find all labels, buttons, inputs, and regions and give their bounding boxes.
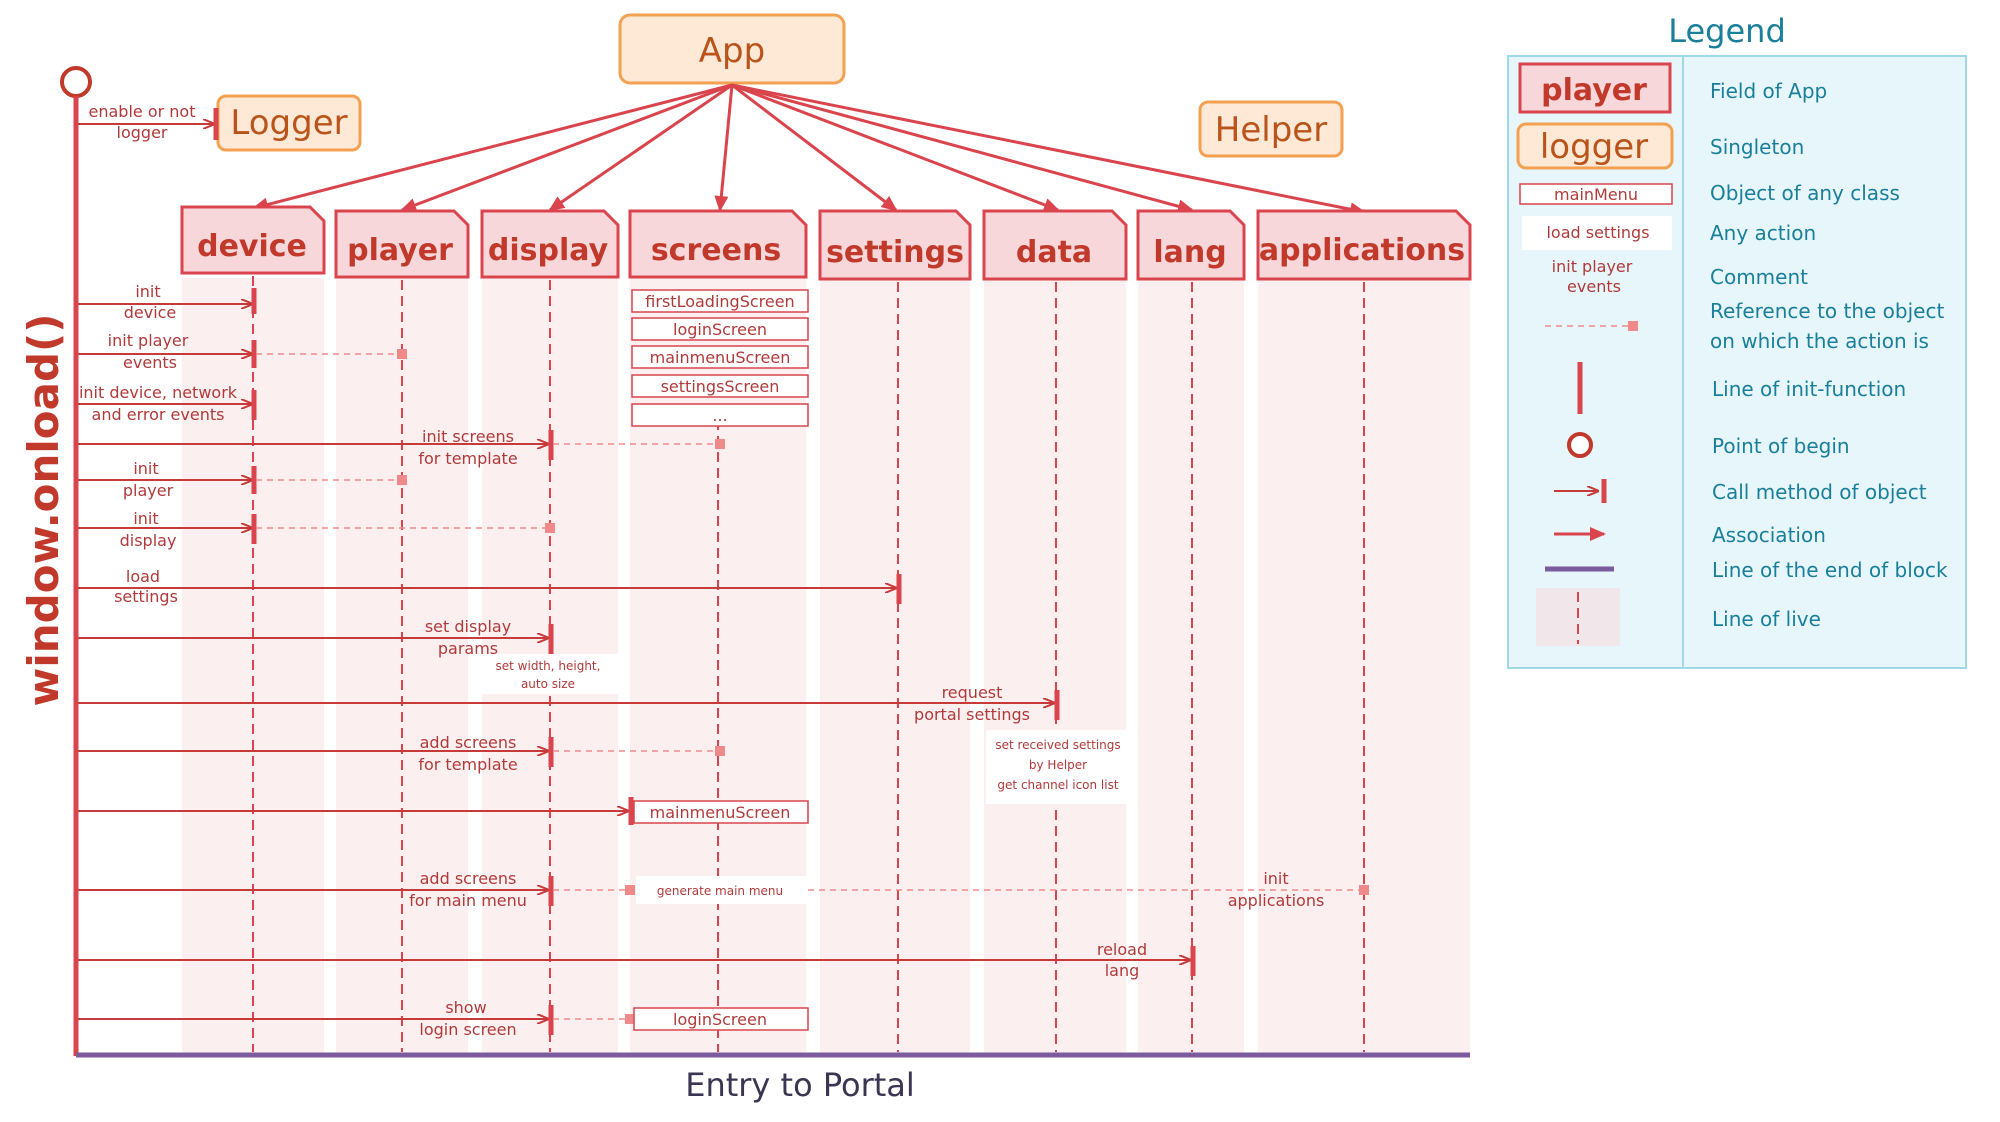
svg-text:set display: set display [425,617,511,636]
legend-comment: Comment [1710,265,1808,289]
svg-text:device: device [124,303,177,322]
helper-box: Helper [1198,100,1344,158]
legend-init-function: Line of init-function [1712,377,1906,401]
svg-text:show: show [445,998,486,1017]
svg-text:init: init [1263,869,1288,888]
logger-call-line2: logger [117,123,168,142]
legend-singleton: Singleton [1710,135,1804,159]
svg-text:init device, network: init device, network [79,383,238,402]
screens-objects: firstLoadingScreen loginScreen mainmenuS… [631,289,809,427]
svg-text:request: request [942,683,1003,702]
screen-more: ... [712,406,727,425]
messages: init device init player events init devi… [78,282,1369,1039]
svg-text:settings: settings [114,587,178,606]
footer-text: Entry to Portal [685,1066,915,1104]
lane-applications: applications [1259,233,1465,268]
helper-label: Helper [1215,110,1327,150]
svg-text:init: init [133,459,158,478]
legend-object: Object of any class [1710,181,1900,205]
screen-first-loading: firstLoadingScreen [645,292,794,311]
onload-line: window.onload() [19,66,92,1056]
svg-text:add screens: add screens [420,733,517,752]
svg-text:set received settings: set received settings [995,738,1120,752]
app-box: App [618,13,846,85]
legend-load-settings-sample: load settings [1546,223,1649,242]
legend-live-line: Line of live [1712,607,1821,631]
legend-end-line: Line of the end of block [1712,558,1948,582]
legend: Legend player logger mainMenu load setti… [1507,12,1967,669]
lane-lang: lang [1153,235,1226,270]
legend-field: Field of App [1710,79,1827,103]
svg-text:for main menu: for main menu [409,891,527,910]
legend-action: Any action [1710,221,1816,245]
svg-text:init screens: init screens [422,427,514,446]
end-block: Entry to Portal [76,1052,1470,1104]
inline-mainmenu: mainmenuScreen [650,803,791,822]
svg-text:add screens: add screens [420,869,517,888]
svg-text:init: init [135,282,160,301]
svg-text:events: events [123,353,177,372]
screen-login: loginScreen [673,320,767,339]
inline-login: loginScreen [673,1010,767,1029]
legend-association: Association [1712,523,1826,547]
associations [252,83,1366,217]
svg-text:init player: init player [108,331,189,350]
svg-text:set width, height,: set width, height, [496,659,601,673]
legend-reference-line1: Reference to the object [1710,299,1944,323]
svg-text:portal settings: portal settings [914,705,1030,724]
svg-text:player: player [123,481,174,500]
logger-label: Logger [230,103,347,143]
svg-text:init: init [133,509,158,528]
lane-device: device [197,229,307,264]
logger-box: Logger [216,94,362,152]
svg-text:get channel icon list: get channel icon list [997,778,1118,792]
lane-data: data [1016,235,1092,270]
lane-display: display [488,233,609,268]
logger-call: enable or not logger [78,102,219,142]
svg-text:lang: lang [1105,961,1140,980]
vertical-title: window.onload() [19,314,68,707]
legend-title: Legend [1668,12,1786,50]
svg-text:load: load [126,567,160,586]
logger-call-line1: enable or not [89,102,196,121]
lane-headers: device player display screens settings d… [180,205,1472,281]
svg-text:auto size: auto size [521,677,575,691]
app-label: App [699,31,765,71]
svg-text:init player: init player [1552,257,1633,276]
lane-player: player [347,233,453,268]
svg-text:applications: applications [1228,891,1325,910]
svg-text:reload: reload [1097,940,1147,959]
screen-mainmenu: mainmenuScreen [650,348,791,367]
screen-settings: settingsScreen [661,377,780,396]
lane-screens: screens [651,233,781,268]
svg-text:for template: for template [418,449,517,468]
legend-reference-line2: on which the action is [1710,329,1929,353]
svg-text:and error events: and error events [92,405,225,424]
svg-text:display: display [120,531,177,550]
legend-mainmenu-sample: mainMenu [1554,185,1638,204]
svg-text:generate main menu: generate main menu [657,884,783,898]
legend-player-sample: player [1541,73,1647,108]
svg-text:login screen: login screen [419,1020,516,1039]
legend-call: Call method of object [1712,480,1927,504]
svg-text:by Helper: by Helper [1029,758,1087,772]
lane-settings: settings [826,235,964,270]
legend-begin: Point of begin [1712,434,1850,458]
legend-logger-sample: logger [1540,127,1648,167]
svg-text:for template: for template [418,755,517,774]
svg-text:events: events [1567,277,1621,296]
lane-backgrounds [182,278,1470,1053]
svg-text:params: params [438,639,498,658]
